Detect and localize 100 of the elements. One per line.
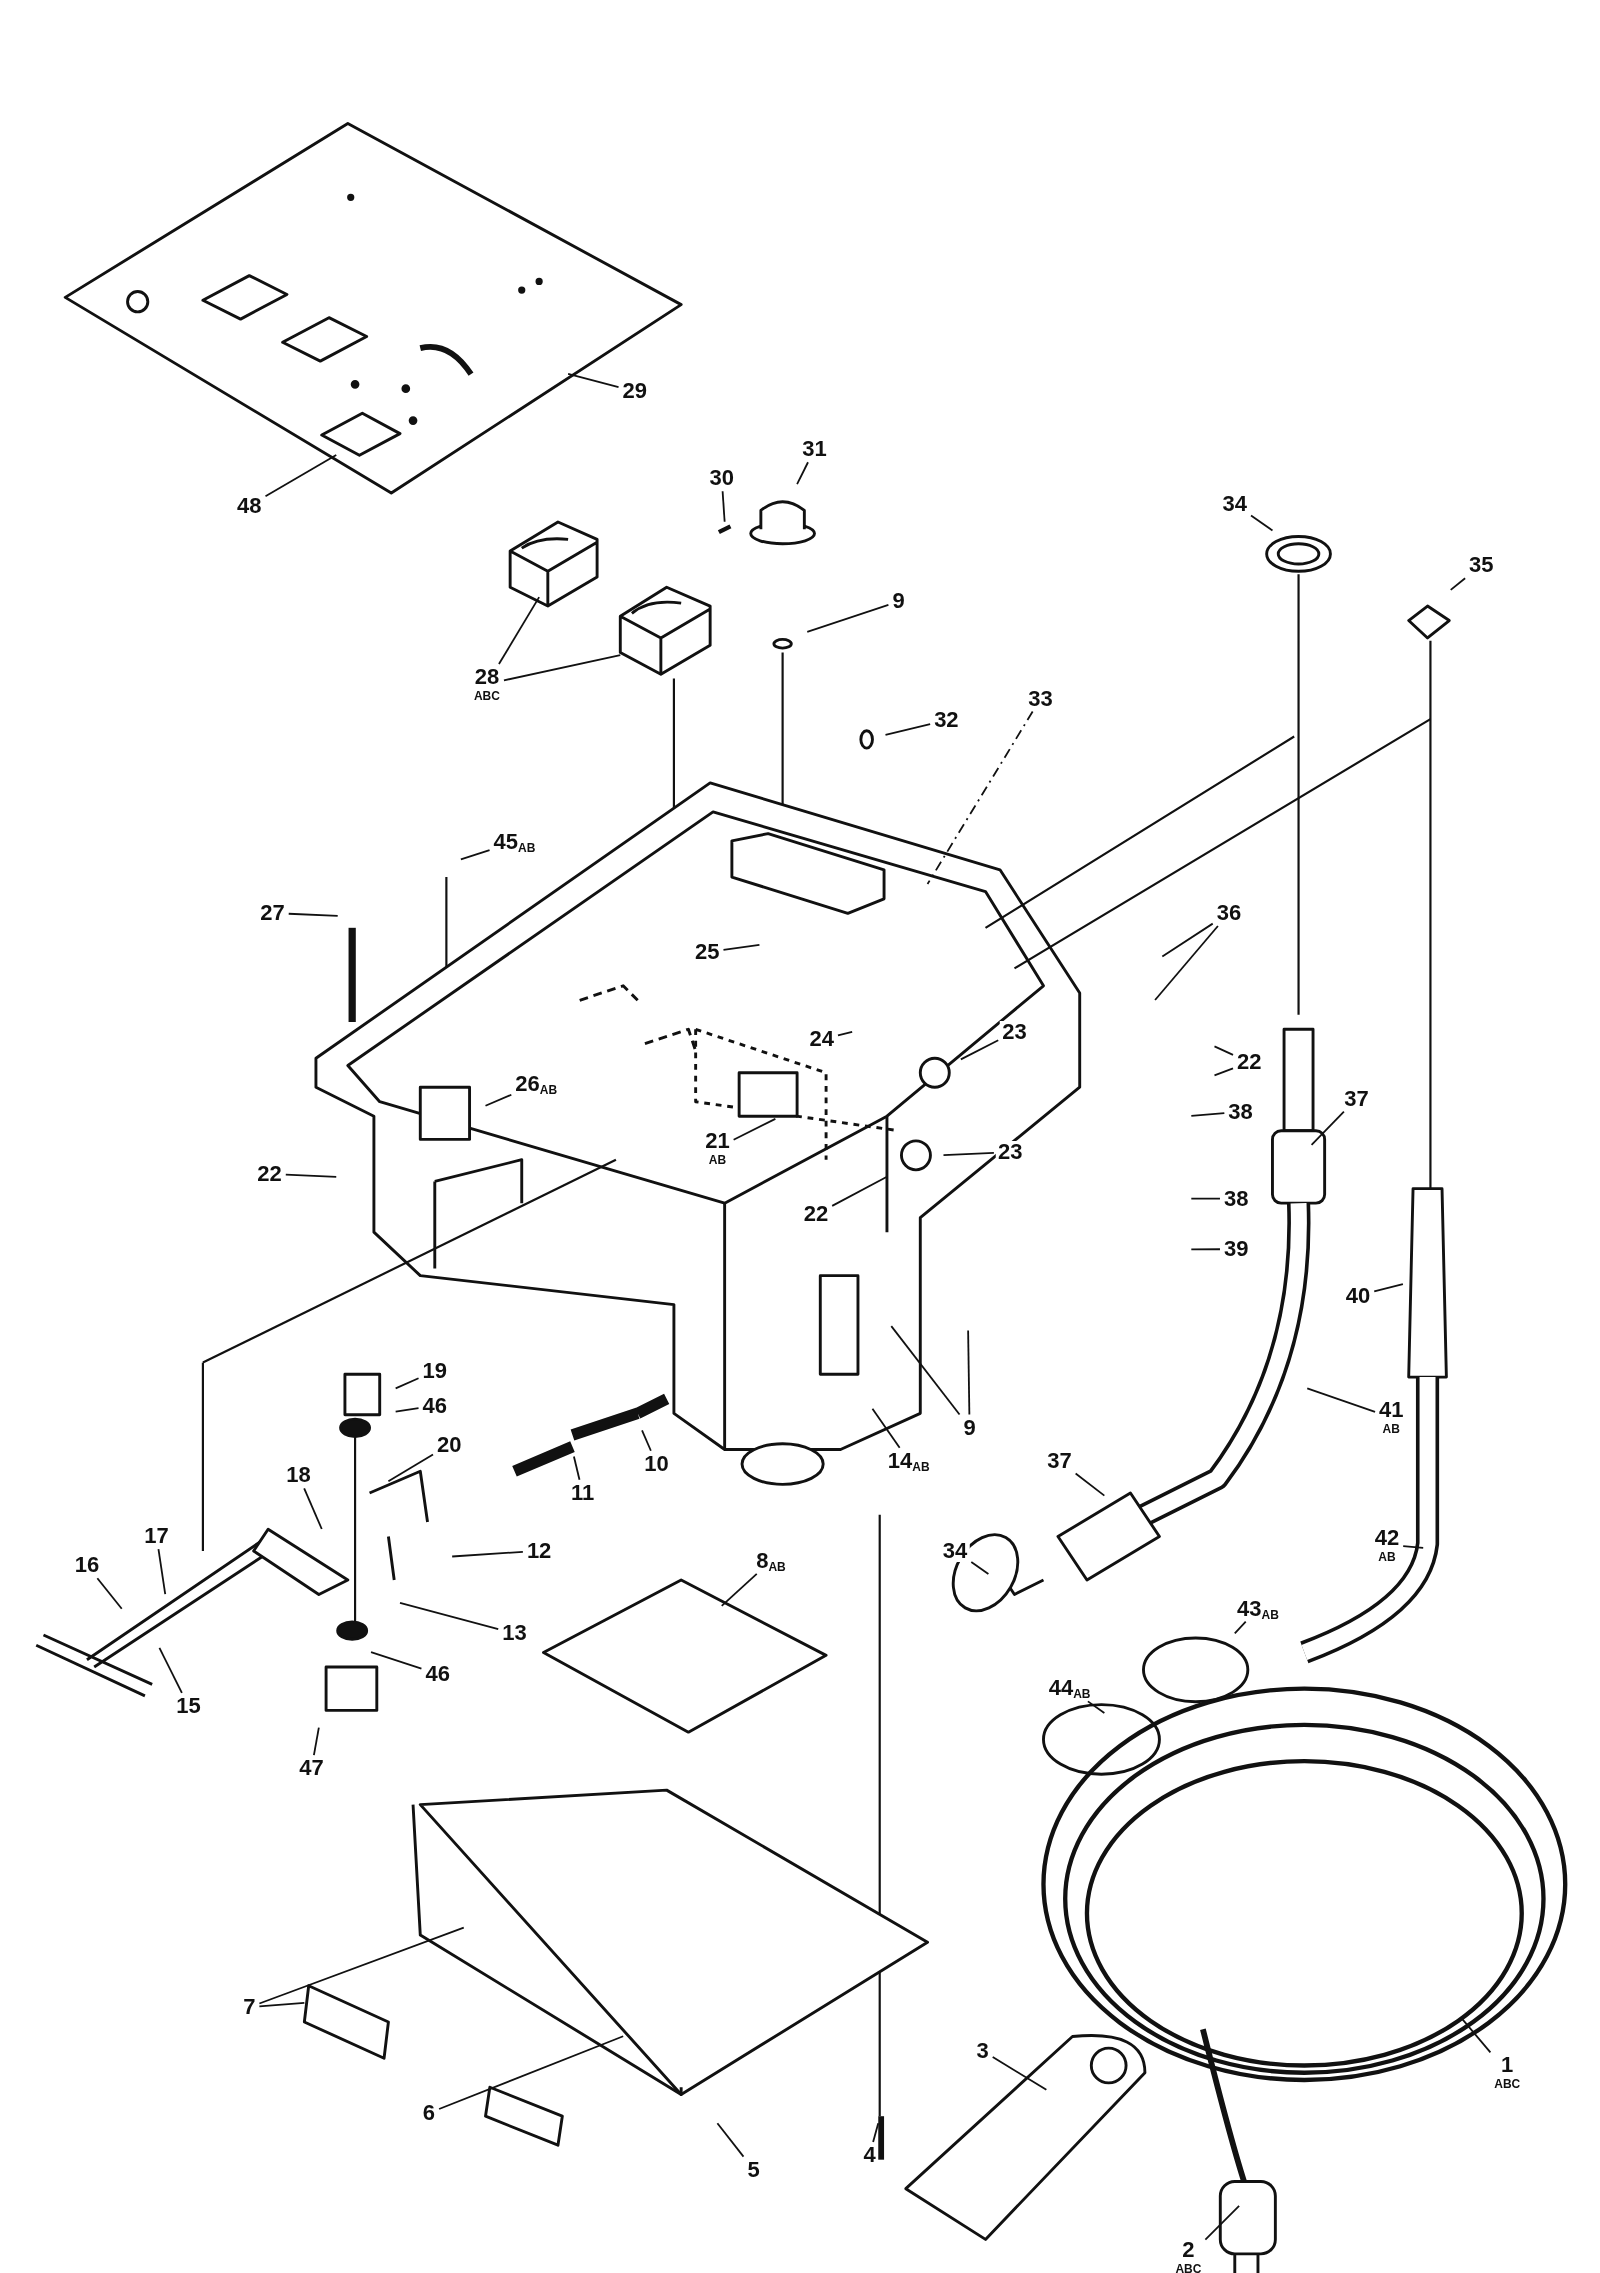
callout-number: 45$_{AB}$ — [493, 831, 536, 853]
leader-line — [722, 944, 761, 951]
callout-number: 8$_{AB}$ — [756, 1549, 786, 1572]
leader-line — [837, 1031, 854, 1037]
callout-number: 5 — [747, 2158, 760, 2181]
callout-number: 17 — [144, 1525, 169, 1548]
callout-number: 38 — [1224, 1187, 1249, 1210]
callout-number: 2 — [1182, 2238, 1195, 2261]
leader-line — [991, 2056, 1048, 2091]
callout-number: 32 — [934, 709, 959, 732]
leader-line — [1459, 2016, 1492, 2054]
callout-number: 14$_{AB}$ — [887, 1449, 930, 1472]
leader-line — [287, 912, 339, 917]
callout-number: 46 — [425, 1662, 450, 1685]
callout-number: 10 — [644, 1452, 669, 1475]
leader-line — [1087, 1700, 1106, 1714]
callout-number: ABC — [1494, 2078, 1521, 2091]
callout-number: 3 — [976, 2039, 989, 2062]
callout-number: 15 — [176, 1694, 201, 1717]
callout-number: 7 — [243, 1996, 256, 2019]
callout-number: 42 — [1374, 1526, 1400, 1549]
callout-number: 37 — [1344, 1087, 1369, 1110]
callout-number: 23 — [997, 1141, 1023, 1164]
callout-number: 23 — [1002, 1020, 1027, 1043]
callout-number: 16 — [74, 1554, 100, 1577]
leader-line — [871, 1407, 901, 1449]
leader-line — [872, 2122, 880, 2143]
leader-line — [264, 454, 338, 498]
leader-line — [387, 1453, 434, 1483]
leader-line — [1250, 514, 1274, 532]
leader-line — [1190, 1112, 1226, 1117]
leader-line — [284, 1173, 338, 1178]
callout-number: 41 — [1379, 1399, 1404, 1422]
callout-number: 24 — [809, 1028, 834, 1051]
callout-number: 38 — [1228, 1100, 1253, 1123]
callout-number: 34 — [942, 1539, 968, 1562]
leader-line — [720, 1572, 758, 1607]
leader-line — [641, 1429, 652, 1452]
callout-number: ABC — [1175, 2262, 1202, 2273]
callout-number: 22 — [1237, 1051, 1262, 1074]
leader-line — [1449, 577, 1466, 591]
leader-line — [503, 654, 622, 682]
callout-number: 27 — [260, 902, 285, 925]
leader-line — [970, 1561, 990, 1575]
leader-line — [258, 1926, 465, 2005]
leader-line — [303, 1487, 323, 1530]
leader-line — [313, 1726, 320, 1756]
callout-number: ABC — [473, 690, 500, 703]
callout-number: 25 — [695, 941, 720, 964]
leader-line — [884, 723, 932, 736]
leader-line — [1402, 1545, 1425, 1549]
callout-number: 22 — [803, 1203, 829, 1226]
callout-number: 44$_{AB}$ — [1048, 1677, 1091, 1700]
leader-line — [573, 1455, 581, 1481]
leader-line — [484, 1093, 513, 1107]
callout-number: 48 — [237, 494, 262, 517]
leader-line — [721, 490, 726, 523]
leader-line — [567, 373, 620, 388]
leader-line — [890, 1325, 961, 1416]
leader-line — [157, 1548, 167, 1596]
callout-number: 9 — [963, 1416, 976, 1439]
leader-line — [459, 849, 491, 861]
callout-number: AB — [708, 1153, 727, 1166]
callout-number: 40 — [1345, 1284, 1371, 1307]
leader-line — [1233, 1620, 1247, 1635]
leader-line — [831, 1175, 888, 1207]
callout-number: 4 — [863, 2144, 876, 2167]
leader-line — [1190, 1248, 1221, 1251]
callout-number: 34 — [1222, 493, 1247, 516]
leader-line — [806, 603, 890, 633]
callout-number: 37 — [1047, 1449, 1072, 1472]
callout-number: 43$_{AB}$ — [1237, 1597, 1279, 1620]
leader-line — [716, 2122, 745, 2158]
callout-number: 26$_{AB}$ — [515, 1073, 558, 1096]
callout-number: 18 — [286, 1464, 311, 1487]
callout-number: 47 — [299, 1757, 324, 1780]
leader-line — [394, 1407, 420, 1413]
callout-number: 1 — [1501, 2054, 1514, 2077]
callout-number: 28 — [474, 666, 500, 689]
callout-number: 6 — [422, 2102, 436, 2125]
leader-line — [1161, 922, 1214, 958]
leader-line — [1190, 1197, 1221, 1200]
leader-line — [438, 2035, 625, 2110]
leader-line — [942, 1152, 995, 1156]
callout-number: 36 — [1216, 902, 1242, 925]
callout-number: 29 — [622, 380, 647, 403]
callout-number: 22 — [257, 1162, 282, 1185]
leader-line — [399, 1602, 500, 1630]
leader-line — [967, 1329, 971, 1416]
callout-number: 11 — [570, 1481, 595, 1504]
callout-number: AB — [1378, 1550, 1396, 1563]
leader-line — [394, 1377, 420, 1390]
leader-line — [1204, 2204, 1241, 2241]
callout-number: 13 — [502, 1622, 527, 1645]
leader-line — [926, 710, 1034, 885]
leader-line — [1213, 1067, 1234, 1077]
leader-line — [258, 2002, 306, 2008]
leader-line — [498, 596, 541, 665]
callout-number: 46 — [422, 1394, 447, 1417]
leader-line — [96, 1577, 123, 1610]
